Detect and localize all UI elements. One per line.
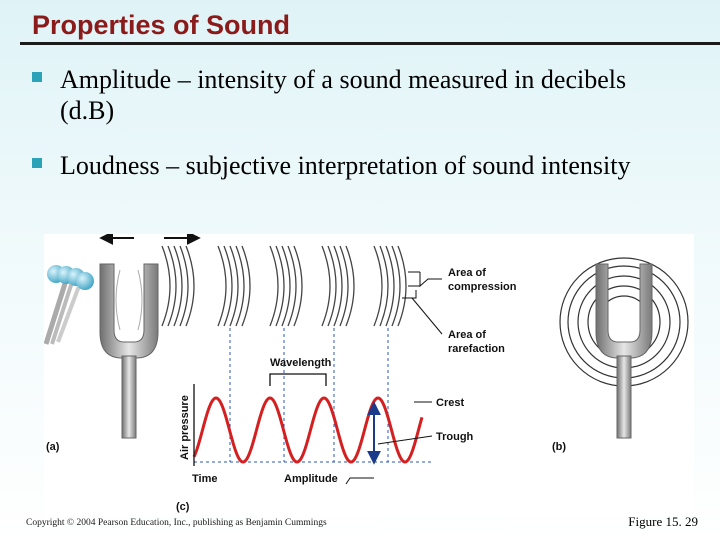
wave-guide-lines [194,328,434,463]
bullet-marker [32,72,42,82]
sound-wave-figure: Area of compression Area of rarefaction … [44,234,694,516]
rarefaction-label-1: Area of [448,329,486,341]
crest-trough-callouts [345,401,433,485]
panel-c-label: (c) [176,501,190,513]
copyright-notice: Copyright © 2004 Pearson Education, Inc.… [26,518,327,528]
bullet-text: Loudness – subjective interpretation of … [60,151,631,180]
tuning-fork-b-icon [595,263,653,439]
bullet-loudness: Loudness – subjective interpretation of … [32,150,652,181]
title-divider [20,42,720,45]
compression-label-2: compression [448,281,517,293]
tuning-fork-a-icon [99,263,159,439]
slide-title: Properties of Sound [32,10,291,40]
crest-label: Crest [436,397,464,409]
bullet-amplitude: Amplitude – intensity of a sound measure… [32,64,652,126]
figure-reference: Figure 15. 29 [628,514,698,529]
trough-label: Trough [436,431,474,443]
wavelength-bracket [269,373,327,386]
bullet-marker [32,158,42,168]
rarefaction-label-2: rarefaction [448,343,505,355]
wavelength-label: Wavelength [270,357,332,369]
mallet-icon [44,265,94,345]
bullet-text: Amplitude – intensity of a sound measure… [60,65,627,125]
panel-b-label: (b) [552,441,566,453]
pressure-waveform [192,396,424,464]
amplitude-label: Amplitude [284,473,338,485]
sound-wavefronts [161,245,407,327]
air-pressure-axis-label: Air pressure [179,395,191,460]
panel-a-label: (a) [46,441,60,453]
figure-illustration: Area of compression Area of rarefaction … [44,234,689,513]
compression-label-1: Area of [448,267,486,279]
compression-callout [402,271,443,335]
time-axis-label: Time [192,473,217,485]
